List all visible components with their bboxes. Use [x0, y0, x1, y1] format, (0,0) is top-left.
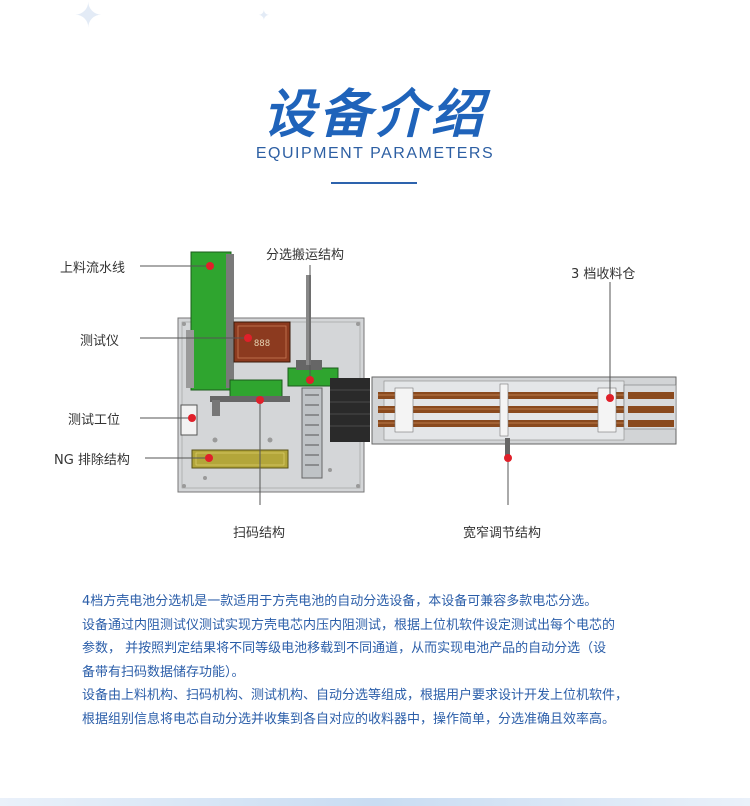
title-divider: [331, 182, 417, 184]
tester-screen: 888: [254, 339, 270, 349]
marker-feed-line: [206, 262, 214, 270]
marker-width-adjust: [504, 454, 512, 462]
label-bin-3: 3 档收料仓: [571, 267, 636, 282]
feed-line-conveyor: [190, 251, 232, 391]
label-feed-line: 上料流水线: [60, 261, 126, 276]
marker-test-station: [188, 414, 196, 422]
label-tester: 测试仪: [80, 334, 120, 349]
marker-sorting-transfer: [306, 376, 314, 384]
label-ng-reject: NG 排除结构: [54, 453, 130, 468]
bottom-gradient-bar: [0, 798, 750, 806]
description-line: 设备由上料机构、扫码机构、测试机构、自动分选等组成，根据用户要求设计开发上位机软…: [82, 688, 629, 703]
label-width-adjust: 宽窄调节结构: [463, 526, 542, 541]
description-line: 参数， 并按照判定结果将不同等级电池移载到不同通道，从而实现电池产品的自动分选（…: [82, 641, 607, 656]
page-title: 设备介绍: [262, 85, 487, 145]
machine-drawing: 888: [140, 251, 677, 505]
page-subtitle: EQUIPMENT PARAMETERS: [255, 145, 495, 162]
sparkle-icon: ✦: [74, 0, 103, 36]
label-test-station: 测试工位: [68, 413, 121, 428]
label-sorting-transfer: 分选搬运结构: [266, 248, 345, 263]
width-adjust-post: [505, 438, 510, 456]
ng-reject-tray: [191, 449, 289, 469]
marker-scan: [256, 396, 264, 404]
description-line: 设备通过内阻测试仪测试实现方壳电芯内压内阻测试，根据上位机软件设定测试出每个电芯…: [82, 617, 616, 633]
description-line: 4档方壳电池分选机是一款适用于方壳电池的自动分选设备，本设备可兼容多款电芯分选。: [82, 594, 598, 609]
marker-tester: [244, 334, 252, 342]
label-scan-code: 扫码结构: [233, 526, 286, 541]
tester-box: [233, 321, 291, 363]
manifold-block: [330, 378, 370, 442]
equipment-diagram: 888: [0, 230, 750, 560]
scan-station: [229, 379, 283, 399]
marker-bin-3: [606, 394, 614, 402]
description-line: 根据组别信息将电芯自动分选并收集到各自对应的收料器中，操作简单，分选准确且效率高…: [82, 711, 616, 727]
description-text: 4档方壳电池分选机是一款适用于方壳电池的自动分选设备，本设备可兼容多款电芯分选。…: [82, 590, 702, 731]
collection-rails: [378, 392, 674, 427]
marker-ng: [205, 454, 213, 462]
sparkle-icon: ✦: [258, 8, 270, 24]
description-line: 备带有扫码数据储存功能）。: [82, 664, 245, 680]
